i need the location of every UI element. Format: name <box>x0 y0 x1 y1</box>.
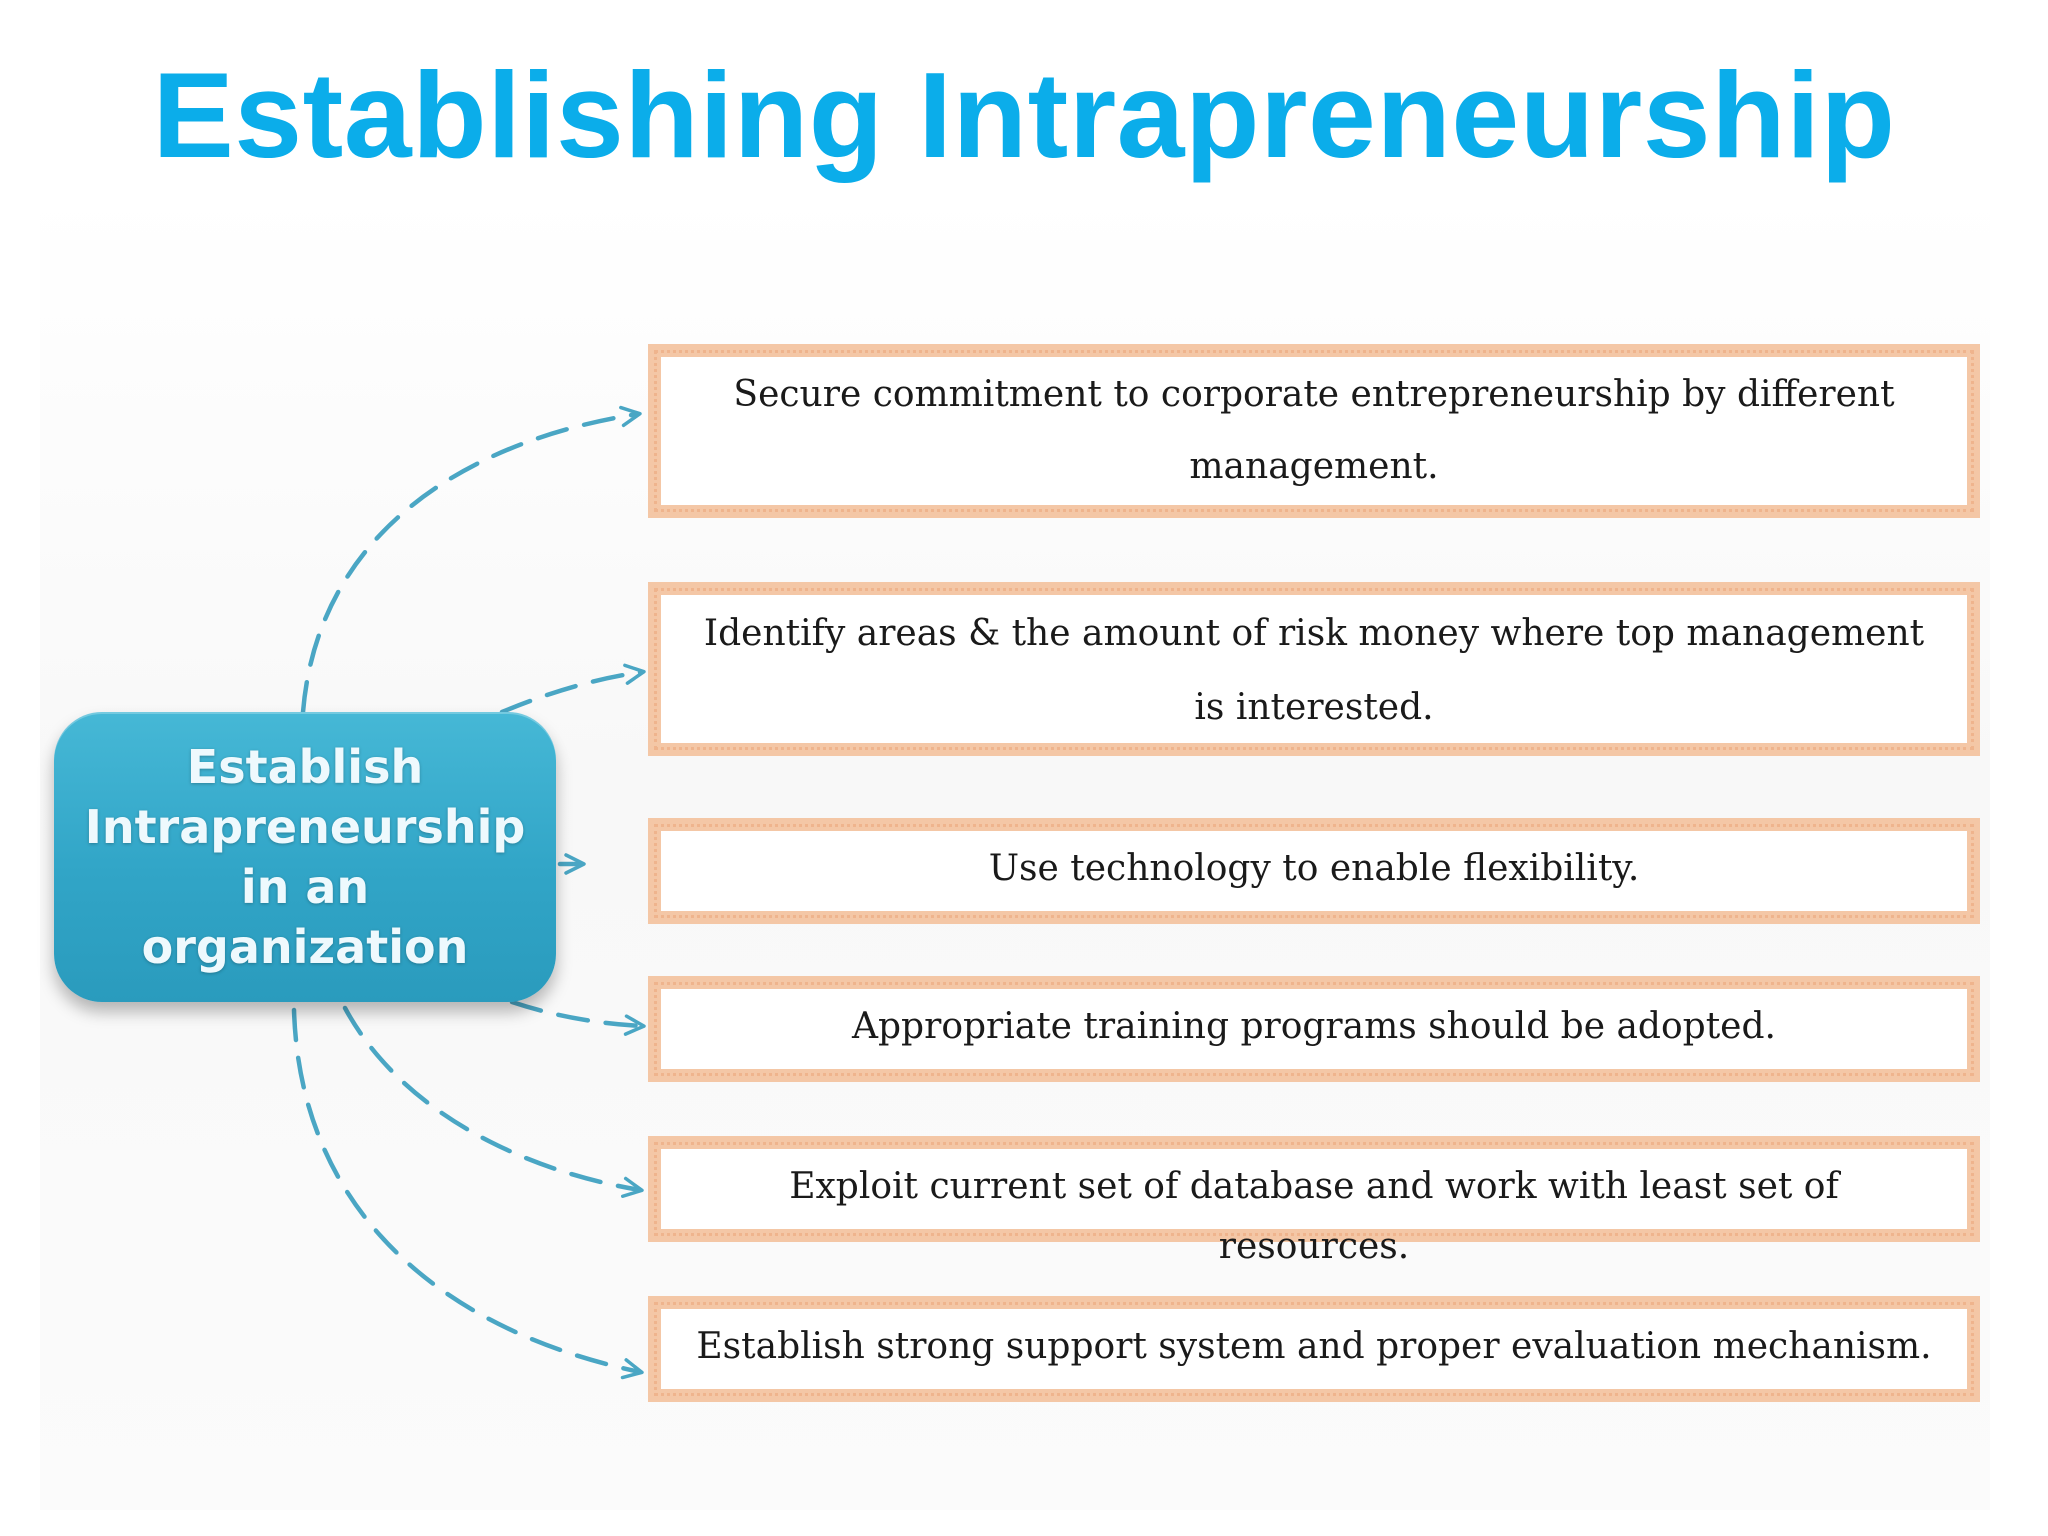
connector-arrow-4 <box>509 999 646 1036</box>
central-hub-node: Establish Intrapreneurship in an organiz… <box>54 712 556 1002</box>
item-box-3: Use technology to enable flexibility. <box>648 818 1980 924</box>
item-text-3: Use technology to enable flexibility. <box>988 848 1640 889</box>
item-text-4: Appropriate training programs should be … <box>852 1006 1776 1047</box>
connector-arrow-5 <box>342 1005 644 1198</box>
item-box-1: Secure commitment to corporate entrepren… <box>648 344 1980 518</box>
item-text-6: Establish strong support system and prop… <box>696 1326 1932 1367</box>
item-text-5: Exploit current set of database and work… <box>789 1166 1839 1267</box>
item-box-6: Establish strong support system and prop… <box>648 1296 1980 1402</box>
hub-label: Establish Intrapreneurship in an organiz… <box>84 740 526 974</box>
connector-arrow-2 <box>499 663 646 715</box>
item-text-1: Secure commitment to corporate entrepren… <box>733 374 1895 487</box>
item-text-2: Identify areas & the amount of risk mone… <box>703 613 1925 728</box>
connector-arrow-6 <box>291 1007 644 1380</box>
item-box-5: Exploit current set of database and work… <box>648 1136 1980 1267</box>
connector-arrow-1 <box>300 405 642 715</box>
item-box-4: Appropriate training programs should be … <box>648 976 1980 1082</box>
item-box-2: Identify areas & the amount of risk mone… <box>648 582 1980 756</box>
slide-title: Establishing Intrapreneurship <box>152 47 1896 183</box>
